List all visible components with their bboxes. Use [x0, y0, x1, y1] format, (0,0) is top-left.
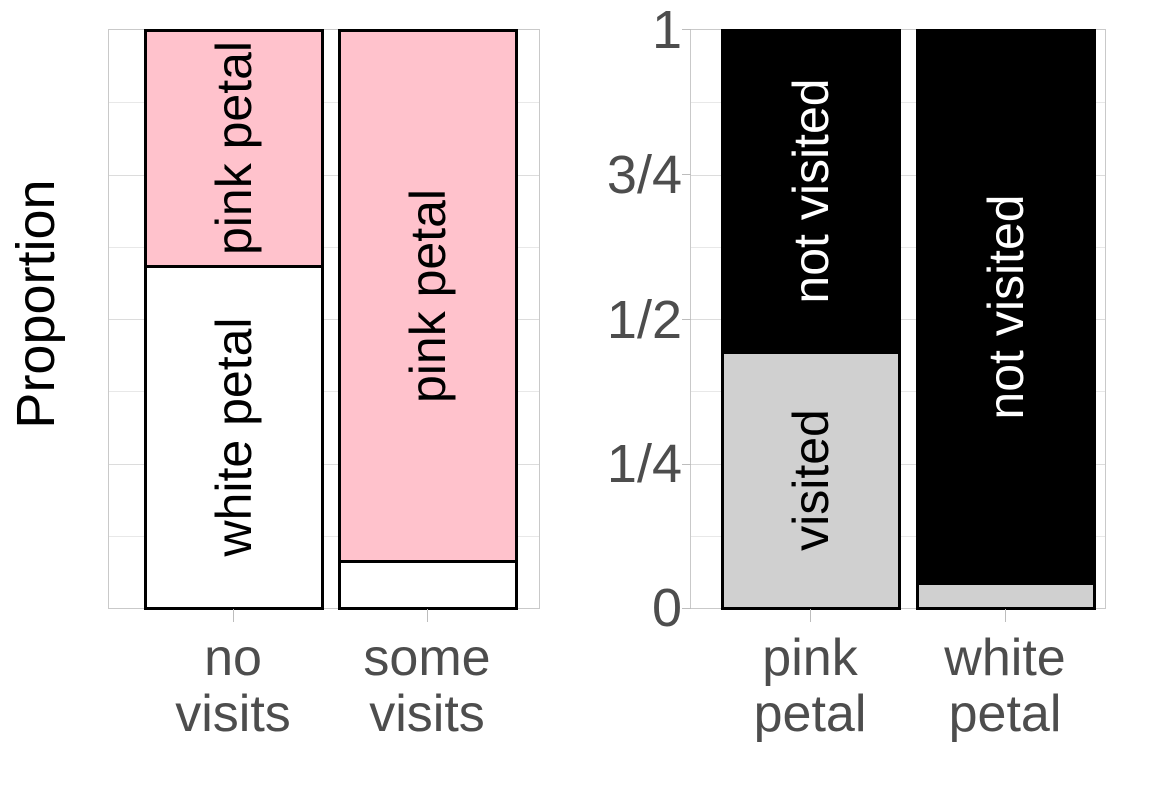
x-tick-mark — [427, 609, 428, 622]
y-tick-label-3-4: 3/4 — [606, 145, 682, 205]
segment-not-visited[interactable]: not visited — [724, 32, 898, 351]
bar-no-visits[interactable]: pink petal white petal — [144, 29, 324, 610]
x-tick-mark — [233, 609, 234, 622]
y-tick-mark — [682, 319, 691, 320]
gridline-major — [109, 463, 539, 465]
y-tick-mark — [682, 29, 691, 30]
segment-label-wrap: not visited — [783, 32, 839, 351]
y-tick-mark — [682, 174, 691, 175]
segment-label-wrap: pink petal — [206, 32, 262, 265]
gridline-major — [109, 319, 539, 320]
segment-visited[interactable]: visited — [724, 350, 898, 607]
segment-label: white petal — [206, 317, 262, 557]
x-tick-label-pink-petal: pink petal — [753, 629, 867, 744]
x-tick-label-white-petal: white petal — [944, 629, 1066, 744]
segment-label: not visited — [783, 78, 839, 304]
gridline-minor — [109, 246, 539, 248]
bar-pink-petal[interactable]: not visited visited — [721, 29, 901, 610]
gridline-minor — [109, 102, 539, 104]
y-tick-label-1-2: 1/2 — [606, 290, 682, 350]
segment-pink-petal[interactable]: pink petal — [341, 32, 515, 561]
right-plot-area: not visited visited not visited — [690, 29, 1106, 610]
bar-some-visits[interactable]: pink petal — [338, 29, 518, 610]
x-tick-label-some-visits: some visits — [363, 629, 491, 744]
segment-white-petal[interactable] — [341, 560, 515, 607]
left-panel: Proportion pink petal white petal — [6, 29, 540, 744]
x-tick-mark — [1005, 609, 1006, 622]
right-panel: not visited visited not visited — [580, 0, 1152, 806]
segment-label: pink petal — [206, 41, 262, 256]
segment-white-petal[interactable]: white petal — [147, 264, 321, 607]
segment-label-wrap: visited — [783, 409, 839, 552]
x-tick-mark — [810, 609, 811, 622]
bar-white-petal[interactable]: not visited — [916, 29, 1096, 610]
segment-visited[interactable] — [919, 582, 1093, 607]
y-tick-label-0: 0 — [651, 578, 682, 638]
segment-label: not visited — [978, 194, 1034, 420]
segment-label: visited — [783, 409, 839, 552]
y-tick-mark — [682, 608, 691, 609]
segment-not-visited[interactable]: not visited — [919, 32, 1093, 583]
segment-label-wrap: white petal — [206, 317, 262, 557]
gridline-minor — [109, 535, 539, 537]
left-plot-area: pink petal white petal pink petal — [108, 29, 540, 610]
segment-label: pink petal — [400, 189, 456, 404]
x-tick-label-no-visits: no visits — [175, 629, 291, 744]
segment-label-wrap: pink petal — [400, 189, 456, 404]
segment-pink-petal[interactable]: pink petal — [147, 32, 321, 265]
right-y-axis: 1 3/4 1/2 1/4 0 — [586, 0, 682, 806]
segment-label-wrap: not visited — [978, 194, 1034, 420]
gridline-major — [109, 174, 539, 176]
gridline-minor — [109, 391, 539, 393]
y-tick-label-1: 1 — [651, 0, 682, 60]
y-tick-label-1-4: 1/4 — [606, 434, 682, 494]
y-axis-title: Proportion — [6, 179, 66, 429]
y-tick-mark — [682, 464, 691, 465]
